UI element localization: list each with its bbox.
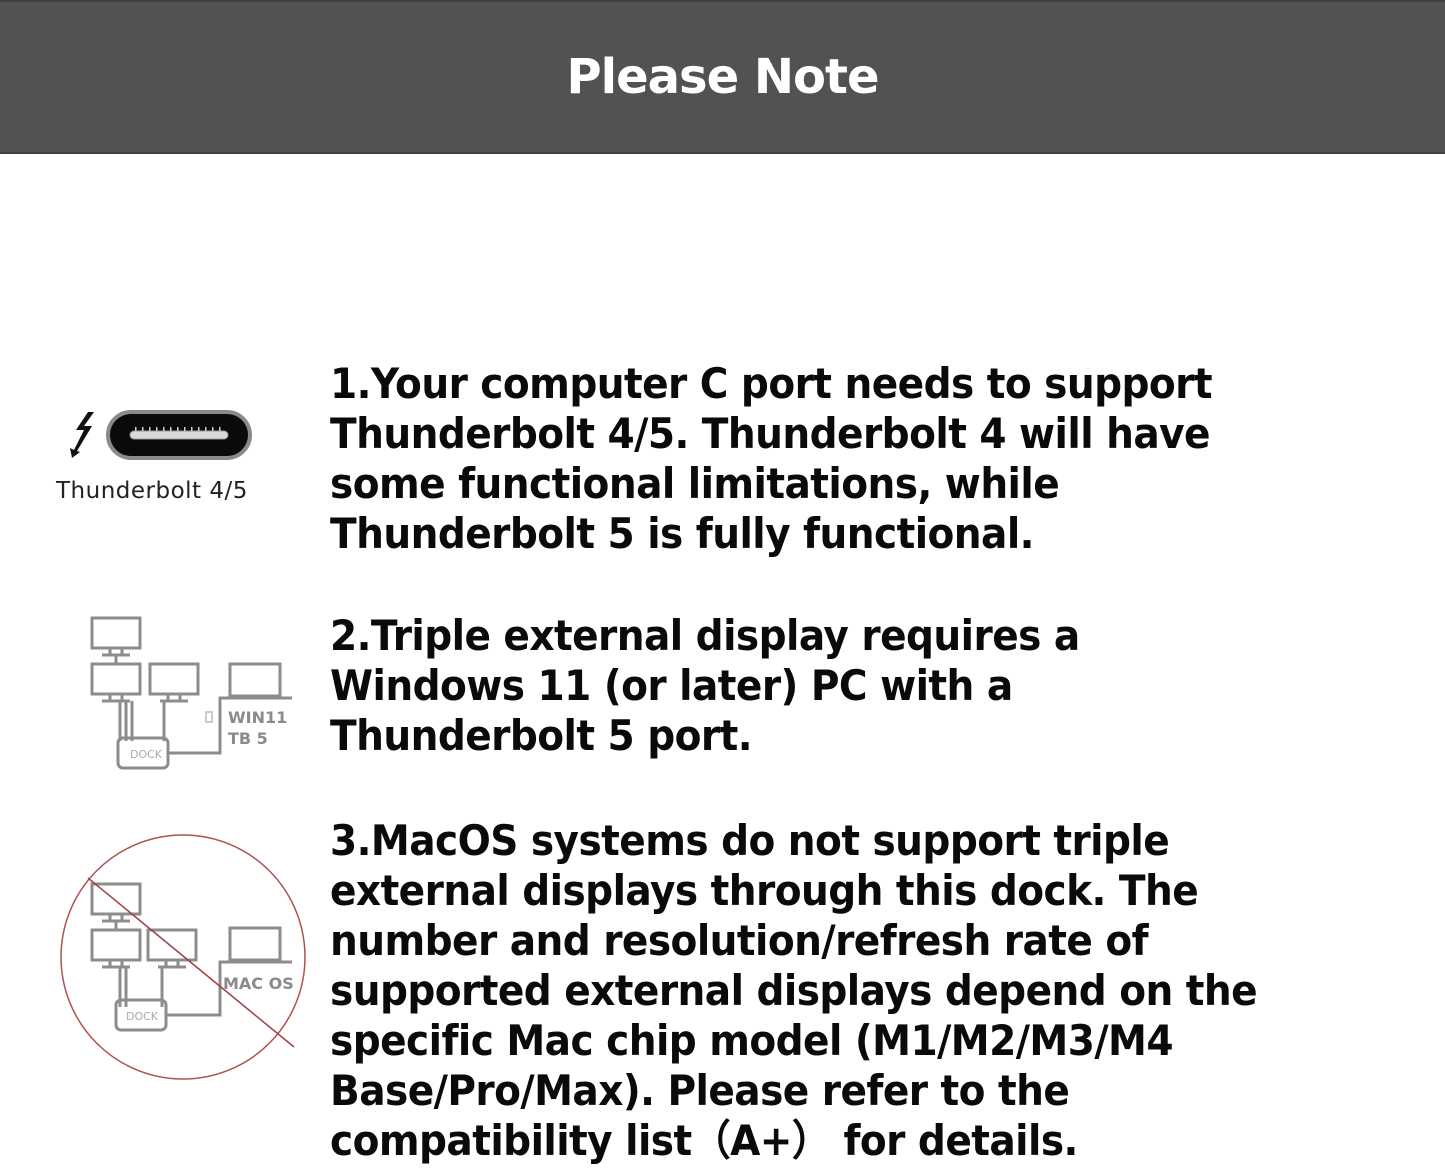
header-banner: Please Note xyxy=(0,0,1445,154)
port-label: TB 5 xyxy=(228,729,268,748)
os-label: WIN11 xyxy=(228,708,288,727)
thunderbolt-caption: Thunderbolt 4/5 xyxy=(56,478,248,504)
note-1-text: 1.Your computer C port needs to support … xyxy=(330,359,1213,558)
prohibited-circle xyxy=(60,834,306,1080)
triple-display-dock-windows-icon: DOCK xyxy=(90,616,292,770)
lightning-bolt-icon xyxy=(70,412,94,458)
thunderbolt-port-illustration: Thunderbolt 4/5 xyxy=(50,400,290,510)
windows-triple-display-diagram: DOCK WIN11 TB 5 xyxy=(80,608,300,778)
dock-label: DOCK xyxy=(130,748,163,761)
page-title: Please Note xyxy=(566,49,879,105)
macos-prohibited-diagram: DOCK MAC OS xyxy=(58,832,308,1082)
triple-display-dock-macos-prohibited-icon: DOCK xyxy=(60,834,306,1080)
prohibited-slash xyxy=(87,877,295,1048)
thunderbolt-usb-c-port-icon xyxy=(70,410,252,460)
os-label: MAC OS xyxy=(223,974,294,993)
note-3-text: 3.MacOS systems do not support triple ex… xyxy=(330,816,1258,1165)
note-2-text: 2.Triple external display requires a Win… xyxy=(330,611,1080,760)
dock-label: DOCK xyxy=(126,1010,159,1023)
